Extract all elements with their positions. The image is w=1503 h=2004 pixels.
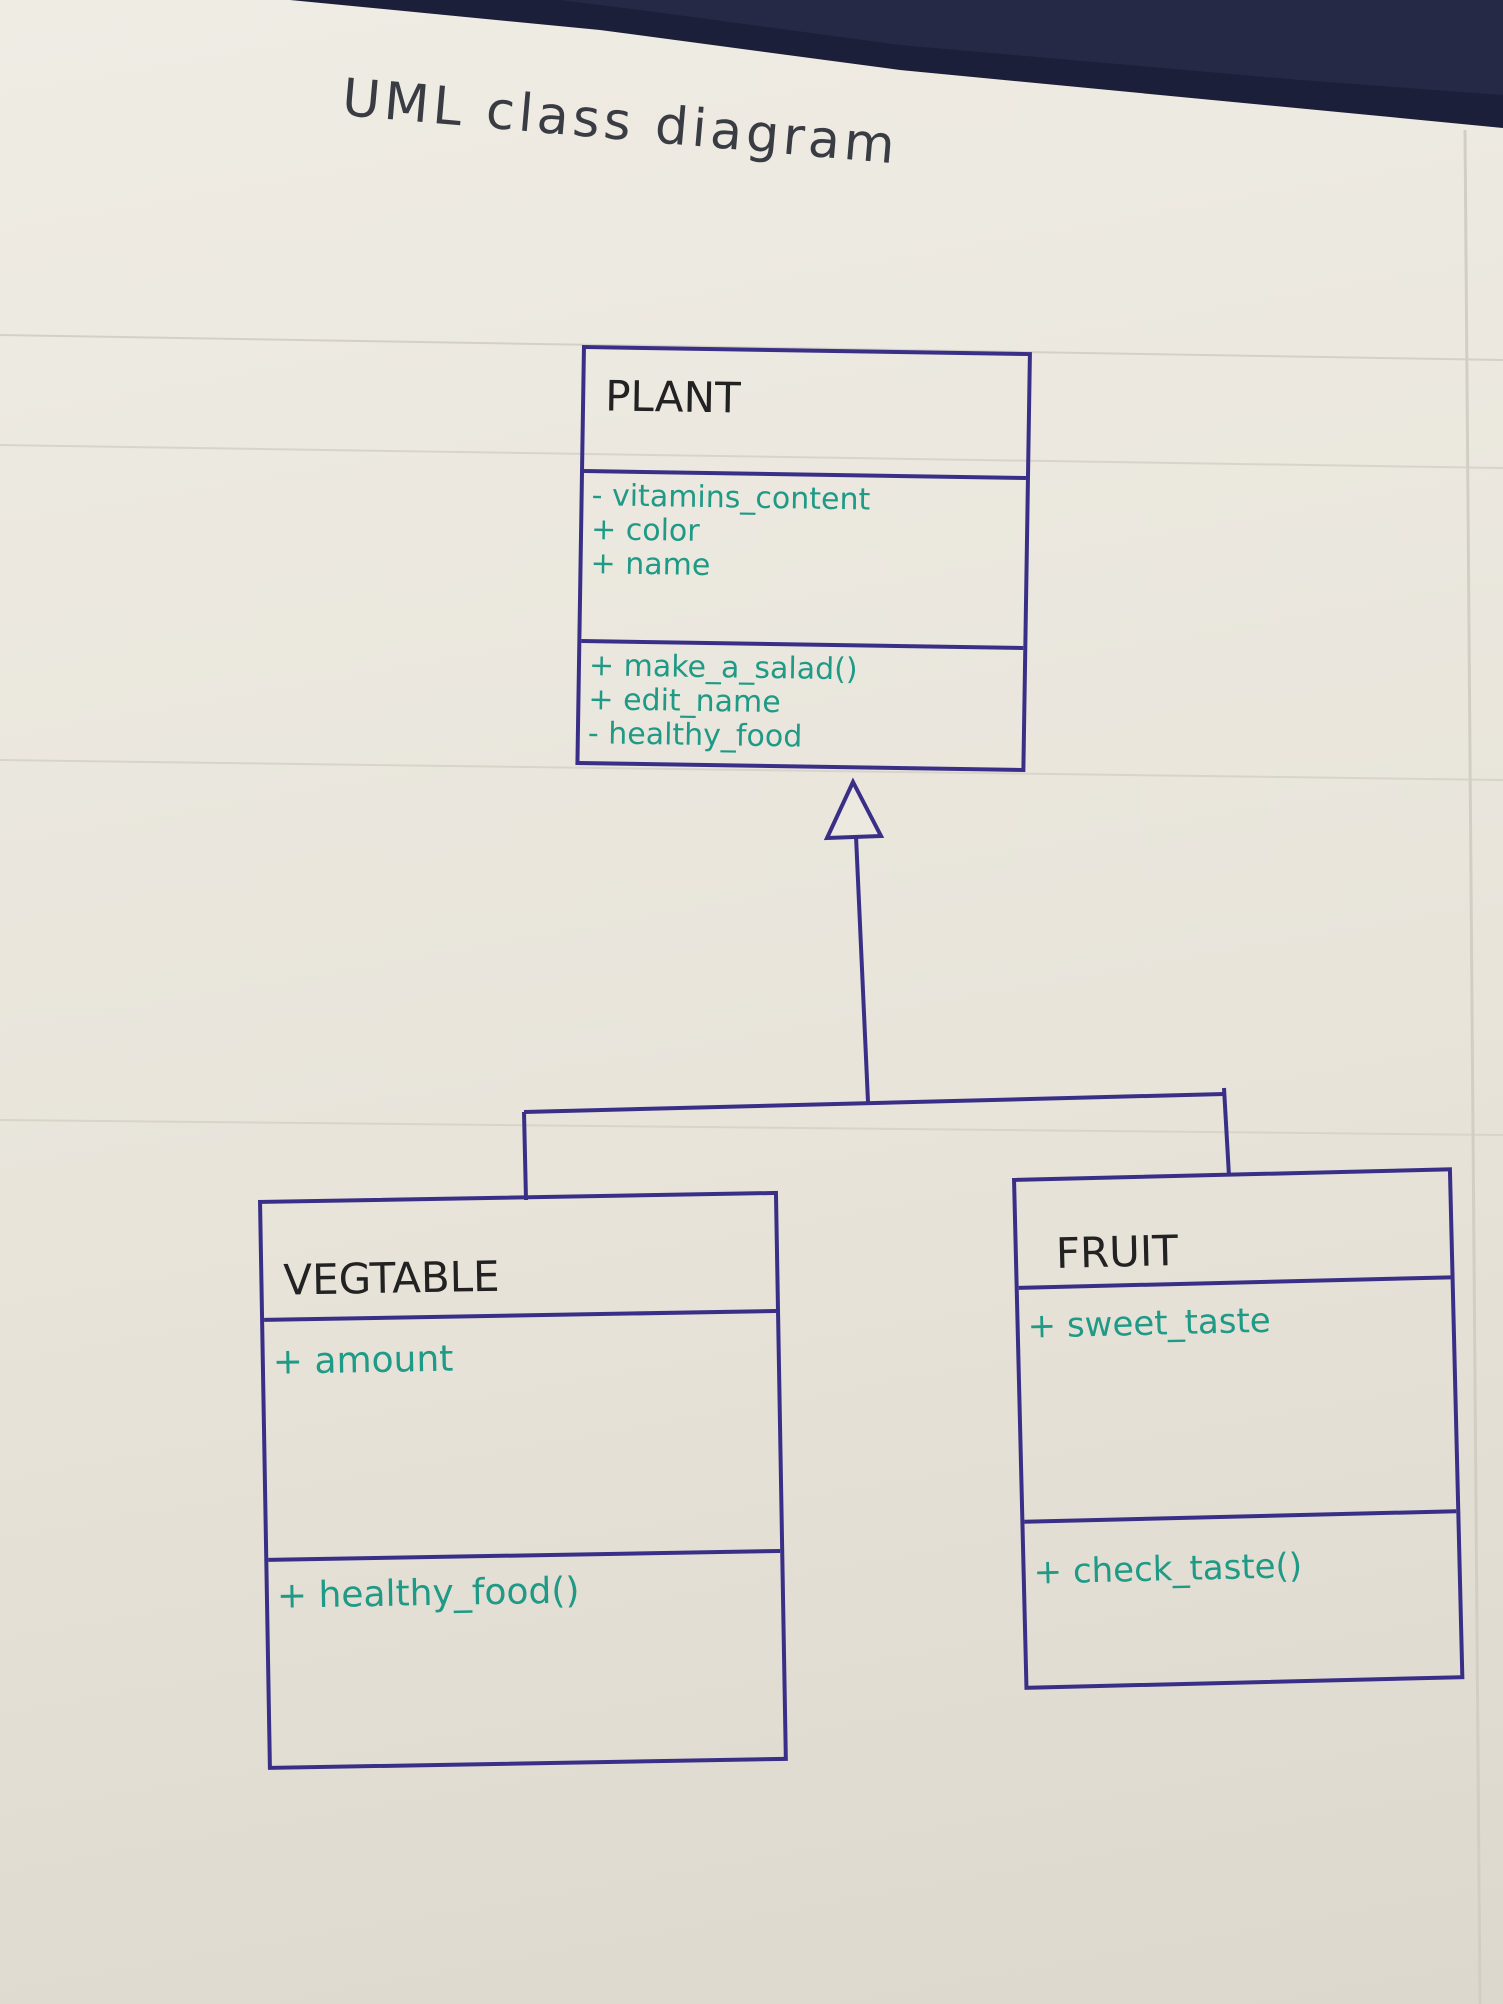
inheritance-arrowhead bbox=[823, 777, 885, 841]
class-plant-name: PLANT bbox=[583, 349, 1028, 480]
inheritance-stem bbox=[854, 835, 870, 1103]
inheritance-branch-right bbox=[1222, 1087, 1231, 1177]
diagram-title: UML class diagram bbox=[339, 68, 902, 177]
inheritance-bar bbox=[523, 1092, 1225, 1114]
vegetable-method: + healthy_food() bbox=[276, 1570, 580, 1617]
class-vegetable-name: VEGTABLE bbox=[262, 1194, 777, 1322]
class-plant: PLANT - vitamins_content + color + name … bbox=[575, 345, 1032, 773]
class-vegetable-methods: + healthy_food() bbox=[268, 1553, 781, 1617]
inheritance-branch-left bbox=[522, 1111, 528, 1201]
fruit-method: + check_taste() bbox=[1033, 1546, 1303, 1593]
class-fruit-name: FRUIT bbox=[1016, 1171, 1451, 1290]
class-fruit-attributes: + sweet_taste bbox=[1018, 1279, 1457, 1524]
class-plant-attributes: - vitamins_content + color + name bbox=[581, 473, 1026, 650]
plant-method: - healthy_food bbox=[587, 716, 803, 755]
class-fruit: FRUIT + sweet_taste + check_taste() bbox=[1012, 1167, 1465, 1690]
class-vegetable-attributes: + amount bbox=[264, 1312, 781, 1562]
fruit-attribute: + sweet_taste bbox=[1027, 1300, 1272, 1347]
class-vegetable: VEGTABLE + amount + healthy_food() bbox=[258, 1190, 788, 1770]
class-fruit-methods: + check_taste() bbox=[1024, 1513, 1457, 1593]
plant-attribute: + name bbox=[590, 546, 711, 584]
class-plant-methods: + make_a_salad() + edit_name - healthy_f… bbox=[580, 643, 1024, 758]
vegetable-attribute: + amount bbox=[272, 1338, 454, 1383]
